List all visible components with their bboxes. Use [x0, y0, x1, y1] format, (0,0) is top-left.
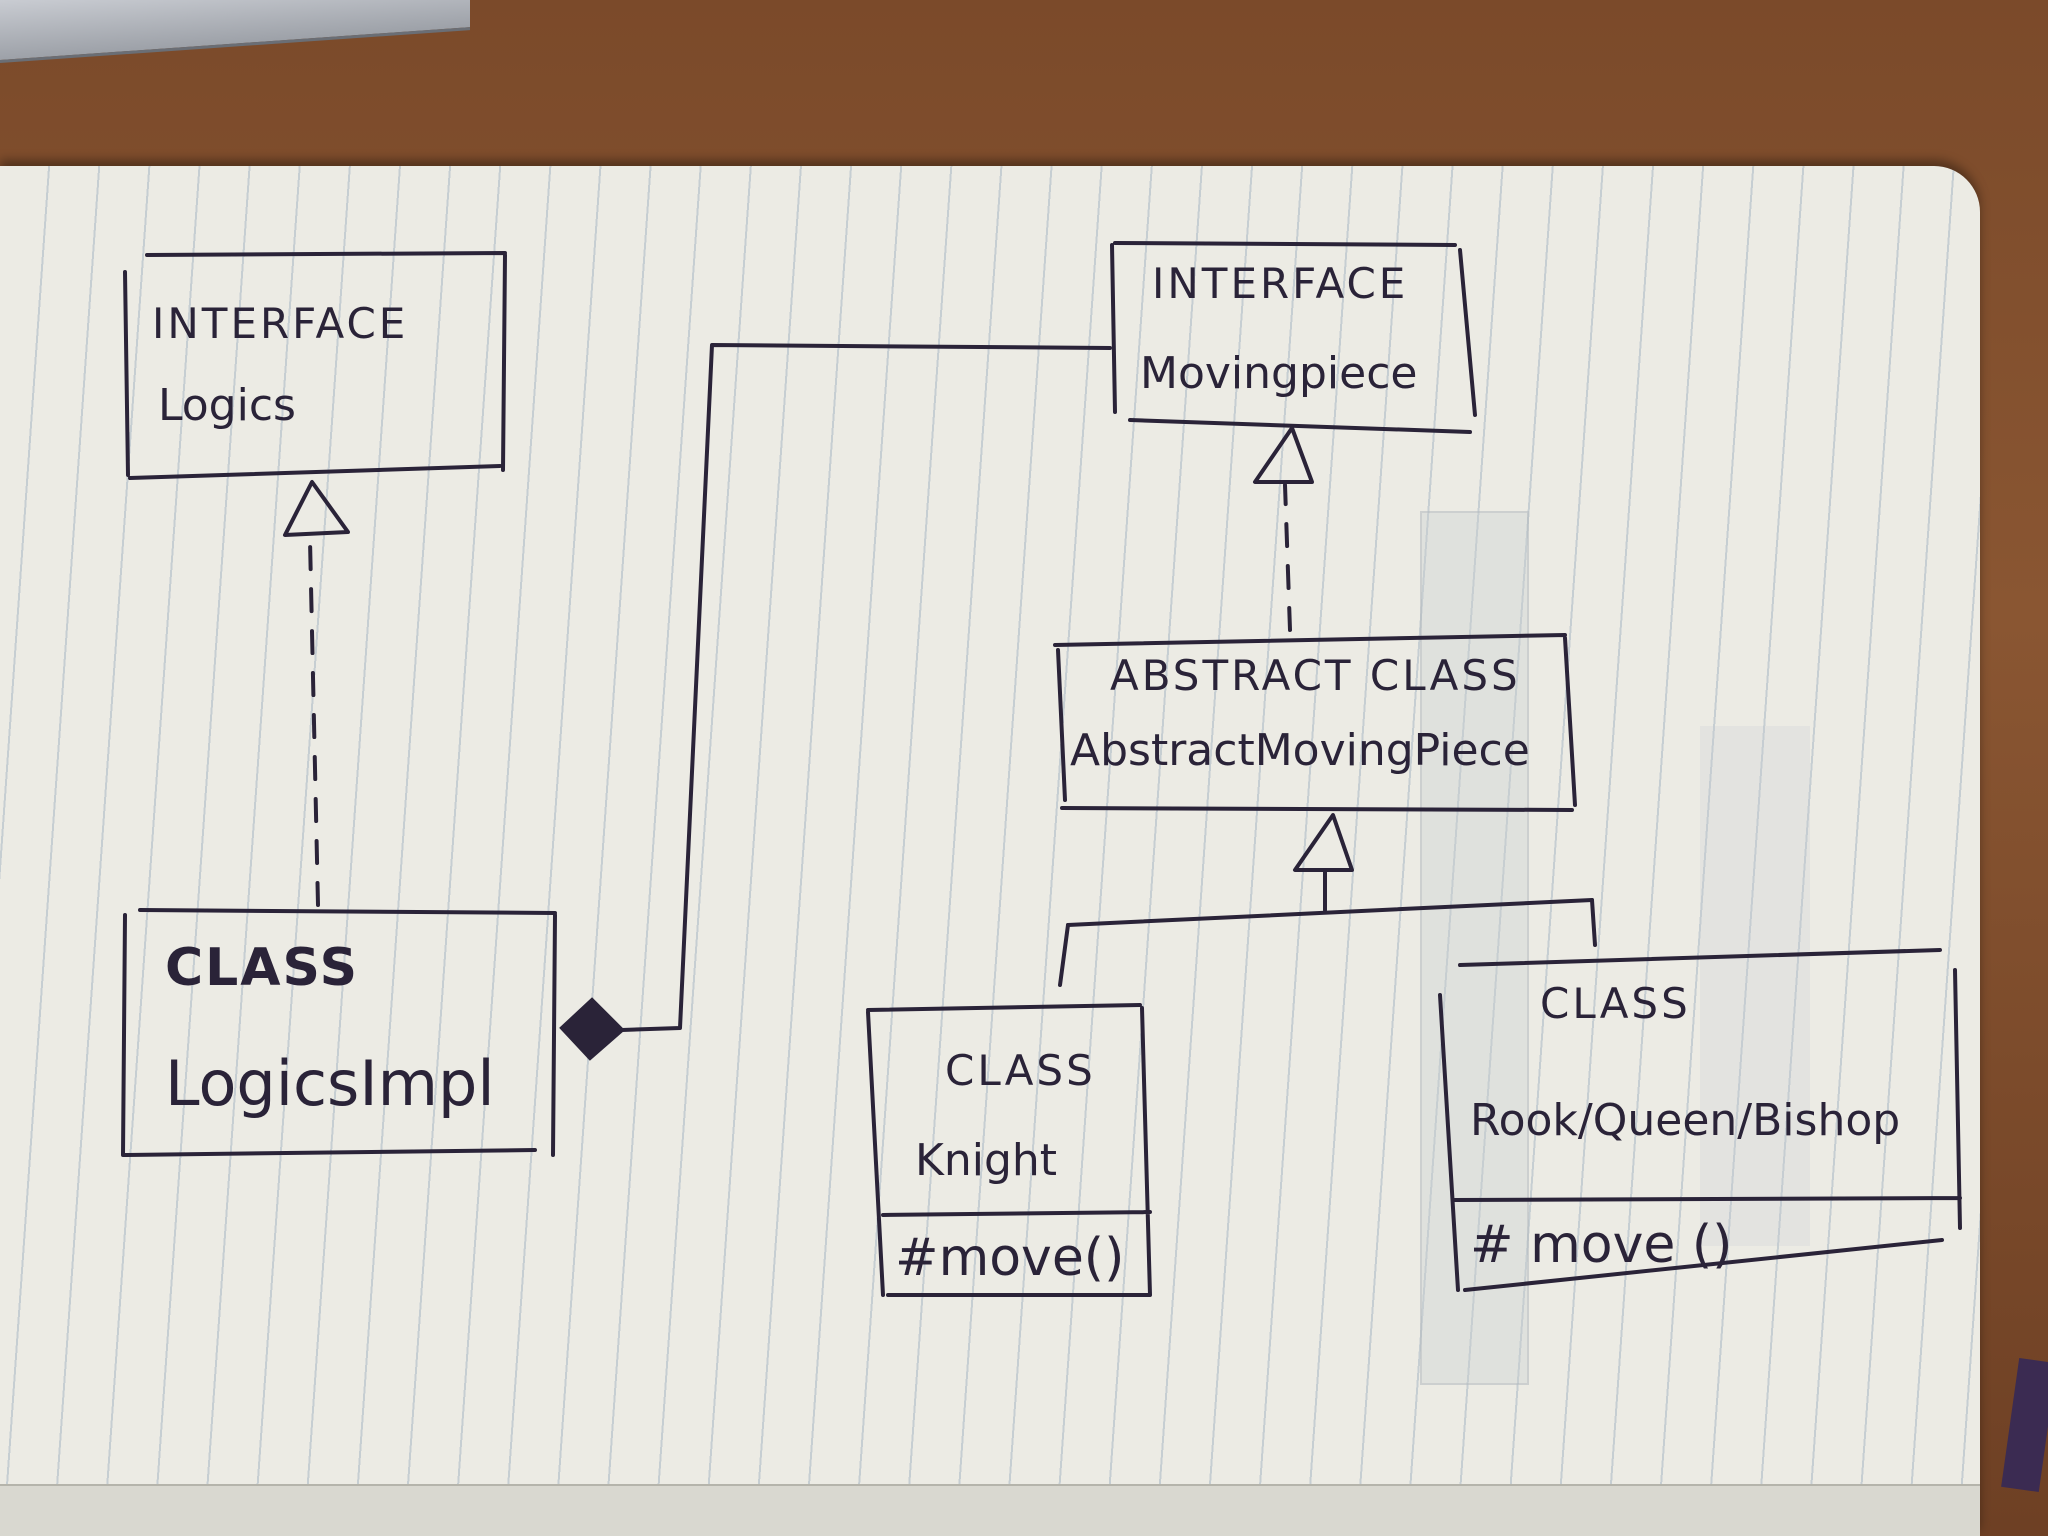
rqb-name: Rook/Queen/Bishop	[1470, 1095, 1900, 1146]
movingpiece-realization-arrow	[1253, 426, 1314, 632]
abstract-moving-piece-box: ABSTRACT CLASS AbstractMovingPiece	[1053, 633, 1577, 812]
movingpiece-interface-stereotype: INTERFACE	[1152, 259, 1408, 308]
bleed-through-strip	[1420, 511, 1529, 1385]
abstract-class-stereotype: ABSTRACT CLASS	[1110, 651, 1521, 700]
composition-link	[559, 343, 1112, 1061]
rook-queen-bishop-box: CLASS Rook/Queen/Bishop # move ()	[1438, 948, 1962, 1292]
knight-member: #move()	[895, 1228, 1124, 1288]
rqb-stereotype: CLASS	[1540, 979, 1691, 1028]
knight-box: CLASS Knight #move()	[866, 1003, 1152, 1297]
logics-impl-name: LogicsImpl	[165, 1047, 495, 1120]
notebook-page	[0, 166, 1980, 1536]
knight-stereotype: CLASS	[945, 1046, 1096, 1095]
abstract-class-name: AbstractMovingPiece	[1070, 725, 1530, 776]
movingpiece-interface-box: INTERFACE Movingpiece	[1110, 241, 1477, 434]
bleed-through-strip	[1700, 726, 1810, 1246]
logics-realization-arrow	[283, 480, 350, 907]
knight-name: Knight	[915, 1135, 1057, 1186]
ruled-lines	[0, 166, 1980, 1536]
logics-interface-name: Logics	[158, 380, 296, 431]
rqb-member: # move ()	[1470, 1215, 1732, 1275]
logics-interface-stereotype: INTERFACE	[152, 299, 408, 348]
next-page-edge	[0, 1484, 1980, 1536]
generalization-arrows	[1058, 813, 1597, 987]
movingpiece-interface-name: Movingpiece	[1140, 348, 1417, 399]
logics-interface-box: INTERFACE Logics	[123, 251, 507, 480]
logics-impl-stereotype: CLASS	[165, 938, 359, 998]
logics-impl-box: CLASS LogicsImpl	[121, 908, 557, 1157]
